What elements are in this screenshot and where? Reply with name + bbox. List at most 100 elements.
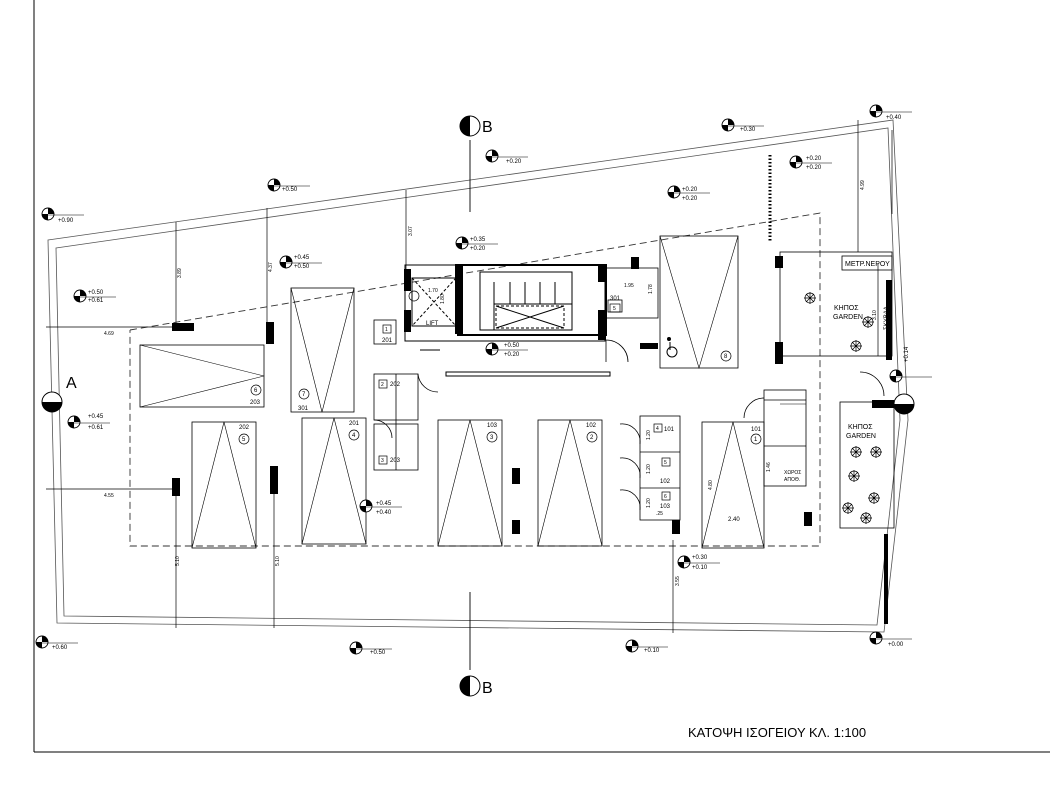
storage-block-left xyxy=(373,319,439,471)
storage-number: 2 xyxy=(381,382,384,388)
section-marker-icon xyxy=(459,675,481,697)
section-marker-b-top: B xyxy=(482,119,493,136)
section-marker-a: A xyxy=(66,375,77,392)
dimension-text: 5.10 xyxy=(275,556,281,566)
dimension-text: 3.10 xyxy=(872,310,878,320)
parking-unit: 301 xyxy=(298,406,309,412)
level-text: +0.20 xyxy=(682,187,698,193)
garden-label-en: GARDEN xyxy=(833,314,863,321)
dimension-text: 4.69 xyxy=(104,331,114,337)
parking-space-8 xyxy=(659,235,739,369)
storage-number: 5 xyxy=(613,306,616,312)
dimension-text: 3.55 xyxy=(675,576,681,586)
garden-plants xyxy=(804,292,882,524)
parking-number: 1 xyxy=(754,437,758,443)
level-text: +0.90 xyxy=(58,218,74,224)
parking-number: 2 xyxy=(590,435,594,441)
level-marker-icon xyxy=(73,289,116,303)
level-marker-icon xyxy=(485,149,528,163)
level-text: +0.60 xyxy=(52,645,68,651)
level-marker-icon xyxy=(67,415,110,429)
dimension-text: 3.89 xyxy=(177,268,183,278)
parking-number: 7 xyxy=(302,392,306,398)
level-text: +0.35 xyxy=(470,237,486,243)
dimension-text: 4.37 xyxy=(268,262,274,272)
level-text: +0.50 xyxy=(282,187,298,193)
dimension-text: 1.80 xyxy=(440,294,446,304)
parking-unit: 201 xyxy=(349,421,360,427)
parking-number: 6 xyxy=(254,388,258,394)
storage-unit: 103 xyxy=(660,504,671,510)
level-text: +0.61 xyxy=(88,298,104,304)
level-text: +0.45 xyxy=(294,255,310,261)
plot-boundary xyxy=(47,119,909,633)
level-text: +0.20 xyxy=(506,159,522,165)
level-marker-icon xyxy=(279,255,322,269)
storage-number: 1 xyxy=(385,327,388,333)
storage-unit: 203 xyxy=(390,458,401,464)
section-marker-symbols xyxy=(41,115,915,697)
section-marker-b-bottom: B xyxy=(482,680,493,697)
drawing-frame xyxy=(33,0,1050,753)
storage-unit-boxes xyxy=(378,303,671,501)
section-marker-icon xyxy=(893,393,915,415)
level-text: +0.20 xyxy=(682,196,698,202)
garden-label-gr: ΚΗΠΟΣ xyxy=(834,305,859,312)
dimension-text: 5.10 xyxy=(175,556,181,566)
level-text: +0.61 xyxy=(88,425,104,431)
dimension-text: 4.55 xyxy=(104,493,114,499)
parking-unit: 103 xyxy=(487,423,498,429)
parking-unit: 102 xyxy=(586,423,597,429)
garden-areas xyxy=(779,251,895,529)
level-text: +0.20 xyxy=(470,246,486,252)
level-text: +0.10 xyxy=(692,565,708,571)
level-text: +0.45 xyxy=(88,414,104,420)
parking-unit: 203 xyxy=(250,400,261,406)
level-text: +0.14 xyxy=(904,346,910,362)
storage-room-east xyxy=(743,389,807,487)
level-marker-icon xyxy=(485,342,528,356)
parking-space-4 xyxy=(301,417,367,545)
level-text: +0.50 xyxy=(370,650,386,656)
level-marker-icon xyxy=(789,155,832,169)
dimension-text: 3.07 xyxy=(408,226,414,236)
level-text: +0.00 xyxy=(888,642,904,648)
structural-columns xyxy=(172,256,894,624)
drain-label: ΣΚΥΒΑΛ xyxy=(884,306,890,330)
level-text: +0.50 xyxy=(88,290,104,296)
level-text: +0.45 xyxy=(376,501,392,507)
storage-unit: 202 xyxy=(390,382,401,388)
dimension-text: 1.46 xyxy=(766,462,772,472)
storage-label: ΑΠΟΘ. xyxy=(784,477,800,483)
parking-space-7 xyxy=(290,287,355,413)
garden-label-gr: ΚΗΠΟΣ xyxy=(848,424,873,431)
storage-unit: 201 xyxy=(382,338,393,344)
level-marker-icon xyxy=(677,555,720,569)
level-marker-icon xyxy=(721,118,764,132)
level-text: +0.40 xyxy=(886,115,902,121)
parking-space-5 xyxy=(191,421,257,549)
building-outline xyxy=(129,212,821,547)
level-marker-icon xyxy=(667,185,710,199)
section-marker-icon xyxy=(459,115,481,137)
parking-spaces xyxy=(139,235,765,549)
level-text: +0.20 xyxy=(806,165,822,171)
parking-number: 4 xyxy=(352,433,356,439)
parking-space-6 xyxy=(139,344,265,408)
dimension-text: 1.20 xyxy=(646,464,652,474)
sheet-title: ΚΑΤΟΨΗ ΙΣΟΓΕΙΟΥ ΚΛ. 1:100 xyxy=(688,725,866,740)
level-marker-icon xyxy=(455,236,498,250)
level-marker-symbols xyxy=(35,104,932,655)
level-marker-icon xyxy=(35,635,78,649)
level-text: +0.20 xyxy=(504,352,520,358)
parking-labels xyxy=(238,290,762,445)
storage-unit: 301 xyxy=(610,296,621,302)
level-marker-icon xyxy=(267,178,310,192)
parking-number: 8 xyxy=(724,354,728,360)
level-marker-icon xyxy=(889,369,932,383)
level-marker-icon xyxy=(349,641,392,655)
storage-number: 5 xyxy=(664,460,667,466)
storage-number: 4 xyxy=(656,426,659,432)
level-text: +0.50 xyxy=(504,343,520,349)
